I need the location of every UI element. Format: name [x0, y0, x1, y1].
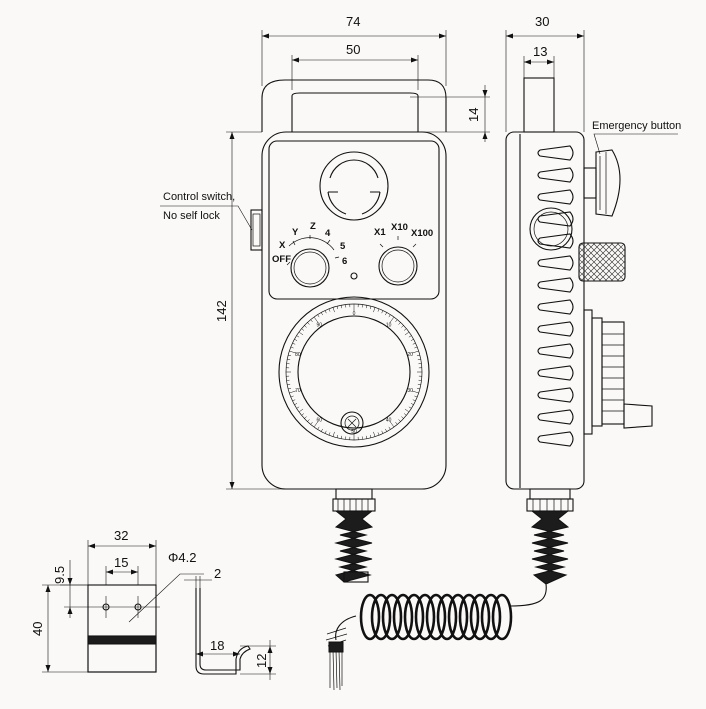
control-panel	[268, 140, 440, 300]
grip-rib	[537, 387, 574, 403]
cable-coil	[414, 593, 436, 641]
axis-label-x: X	[279, 240, 286, 251]
cable-coil	[436, 593, 458, 641]
handwheel-scale-label: 0	[353, 311, 356, 317]
dim-hole-diameter: Φ4.2	[168, 550, 196, 565]
bracket-plate	[87, 584, 157, 673]
dim-bracket-40: 40	[30, 622, 45, 636]
handwheel-scale-label: 40	[386, 418, 392, 424]
grip-rib	[537, 277, 574, 293]
grip-rib	[537, 343, 574, 359]
cable-coil	[425, 593, 447, 641]
step-label-x10: X10	[391, 222, 408, 233]
axis-label-4: 4	[325, 228, 331, 239]
strain-relief-side	[530, 510, 570, 585]
dim-height-14: 14	[466, 108, 481, 122]
dim-depth-13: 13	[533, 44, 547, 59]
grip-rib	[537, 365, 574, 381]
axis-label-z: Z	[310, 221, 316, 232]
knurled-knob-side	[578, 242, 626, 282]
grip-rib	[537, 189, 574, 205]
axis-selector-knob: OFF X Y Z 4 5 6	[272, 221, 347, 288]
cable-coil	[359, 593, 381, 641]
handle-outline	[261, 79, 447, 132]
dim-height-142: 142	[214, 300, 229, 322]
grip-rib	[537, 321, 574, 337]
bracket-profile	[195, 588, 237, 675]
step-selector-knob: X1 X10 X100	[374, 222, 433, 286]
dim-height-12: 12	[254, 654, 269, 668]
strain-relief-end	[343, 571, 369, 583]
handwheel-scale-label: 20	[407, 352, 413, 358]
dim-bracket-32: 32	[114, 528, 128, 543]
emergency-button-label: Emergency button	[592, 120, 681, 132]
cable-coil	[447, 593, 469, 641]
no-self-lock-label: No self lock	[163, 210, 220, 222]
dim-width-74: 74	[346, 14, 360, 29]
cable-gland-side	[526, 488, 574, 512]
grip-ribs	[537, 145, 574, 447]
dimension-lines	[42, 30, 678, 680]
handwheel-scale-labels: 0 10 20 30 40 50 60 70 80 90	[295, 311, 413, 435]
dim-length-18: 18	[210, 638, 224, 653]
handwheel-ticks	[286, 304, 422, 440]
cable-lead	[509, 583, 547, 607]
bracket-side-view	[195, 588, 251, 675]
handwheel: 0 10 20 30 40 50 60 70 80 90	[278, 296, 430, 448]
handle-opening	[291, 92, 419, 132]
grip-rib	[537, 299, 574, 315]
cable-coil	[480, 593, 502, 641]
grip-rib	[537, 167, 574, 183]
grip-rib	[537, 145, 574, 161]
axis-label-6: 6	[342, 256, 347, 267]
cable-wires	[325, 627, 348, 691]
crank-handle-side	[623, 403, 653, 429]
dim-bracket-9-5: 9.5	[52, 566, 67, 584]
handwheel-scale-label: 70	[295, 388, 301, 394]
handwheel-scale-label: 50	[351, 429, 357, 435]
cable-coil	[491, 593, 513, 641]
front-view: OFF X Y Z 4 5 6 X1 X10 X100 0 10 20 30 40 50 6…	[250, 79, 447, 583]
strain-relief-front	[334, 510, 374, 583]
axis-label-5: 5	[340, 241, 346, 252]
control-switch	[250, 209, 263, 251]
emergency-button-top-view	[319, 151, 389, 221]
cable-coil	[370, 593, 392, 641]
bracket-front-view	[64, 573, 204, 673]
dim-thickness-2: 2	[214, 566, 221, 581]
grip-rib	[537, 431, 574, 447]
cable-coil	[392, 593, 414, 641]
crank-handle	[340, 411, 364, 435]
dim-width-50: 50	[346, 42, 360, 57]
handwheel-scale-label: 60	[317, 418, 323, 424]
cable-coil	[469, 593, 491, 641]
coiled-cable	[359, 593, 513, 641]
cable-coil	[381, 593, 403, 641]
axis-label-y: Y	[292, 227, 299, 238]
indicator-led	[350, 272, 358, 280]
handwheel-side	[583, 309, 653, 435]
cable-coil	[403, 593, 425, 641]
switch-knob-side	[529, 207, 573, 251]
grip-rib	[537, 255, 574, 271]
side-view	[325, 77, 653, 691]
axis-label-off: OFF	[272, 254, 291, 265]
emergency-button-side	[583, 149, 621, 217]
handwheel-scale-label: 30	[407, 388, 413, 394]
grip-rib	[537, 409, 574, 425]
handle-side	[523, 77, 555, 133]
dim-depth-30: 30	[535, 14, 549, 29]
step-label-x100: X100	[411, 228, 433, 239]
cable-gland-front	[332, 488, 376, 512]
handwheel-scale-label: 80	[295, 352, 301, 358]
handwheel-scale-label: 10	[386, 322, 392, 328]
control-switch-label: Control switch,	[163, 191, 235, 203]
handwheel-scale-label: 90	[317, 322, 323, 328]
step-label-x1: X1	[374, 227, 386, 238]
dim-bracket-15: 15	[114, 555, 128, 570]
cable-coil	[458, 593, 480, 641]
